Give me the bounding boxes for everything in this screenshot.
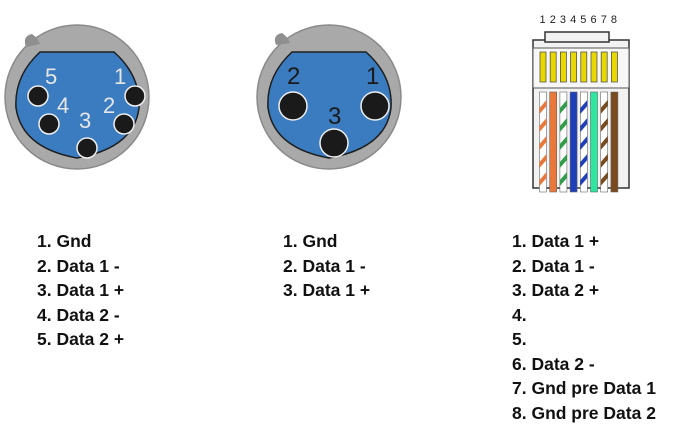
rj45-pinout-list: 1. Data 1 + 2. Data 1 - 3. Data 2 + 4. 5…: [512, 229, 656, 425]
xlr3-connector: 1 2 3: [256, 24, 402, 170]
rj45-digit-6: 6: [591, 14, 597, 26]
rj45-contact-4: [570, 51, 577, 83]
rj45-wire-7: [600, 91, 609, 193]
xlr3-digit-1: 1: [366, 63, 379, 90]
rj45-digit-3: 3: [560, 14, 566, 26]
rj45-pin-1-label: 1. Data 1 +: [512, 231, 600, 251]
xlr5-pin-2-label: 2. Data 1 -: [37, 255, 120, 276]
xlr5-pin-1-label: 1. Gnd: [37, 231, 92, 251]
xlr5-pin-3-label: 3. Data 1 +: [37, 280, 125, 300]
xlr5-digit-5: 5: [45, 64, 57, 89]
xlr5-digit-1: 1: [114, 64, 126, 89]
xlr3-pin-1-socket: [360, 91, 390, 121]
rj45-pin-6-label: 6. Data 2 -: [512, 353, 595, 374]
xlr3-pinout-list: 1. Gnd 2. Data 1 - 3. Data 1 +: [283, 229, 370, 303]
xlr5-pin-4-socket: [38, 113, 60, 135]
rj45-pin-2-label: 2. Data 1 -: [512, 255, 595, 276]
xlr5-pinout-list: 1. Gnd 2. Data 1 - 3. Data 1 + 4. Data 2…: [37, 229, 124, 352]
rj45-wire-5: [579, 91, 588, 193]
xlr5-pin-5-socket: [27, 85, 49, 107]
xlr3-pin-1-label: 1. Gnd: [283, 231, 338, 251]
rj45-wire-8: [610, 91, 619, 193]
rj45-digit-7: 7: [601, 14, 607, 26]
rj45-contact-7: [600, 51, 608, 83]
xlr3-pin-2-label: 2. Data 1 -: [283, 255, 366, 276]
xlr3-digit-2: 2: [287, 63, 300, 90]
xlr5-pin-5-label: 5. Data 2 +: [37, 329, 125, 349]
rj45-pin-7-label: 7. Gnd pre Data 1: [512, 378, 656, 398]
rj45-digit-8: 8: [611, 14, 617, 26]
rj45-digit-1: 1: [540, 14, 546, 26]
rj45-wire-4: [569, 91, 578, 193]
xlr5-digit-2: 2: [103, 93, 115, 118]
xlr3-pin-3-label: 3. Data 1 +: [283, 280, 371, 300]
xlr3-key-notch: [274, 33, 290, 45]
rj45-digit-5: 5: [580, 14, 586, 26]
xlr5-pin-4-label: 4. Data 2 -: [37, 304, 120, 325]
rj45-digit-4: 4: [570, 14, 576, 26]
xlr5-pin-3-socket: [76, 137, 98, 159]
rj45-latch-top: [544, 31, 610, 43]
rj45-contact-5: [580, 51, 588, 83]
xlr3-digit-3: 3: [328, 103, 341, 130]
xlr5-pin-1-socket: [124, 85, 146, 107]
rj45-contact-3: [560, 51, 567, 83]
rj45-digit-2: 2: [550, 14, 556, 26]
rj45-pin-3-label: 3. Data 2 +: [512, 280, 600, 300]
rj45-contact-1: [539, 51, 547, 83]
xlr3-pin-2-socket: [278, 91, 308, 121]
xlr5-digit-4: 4: [57, 93, 69, 118]
xlr5-pin-2-socket: [113, 113, 135, 135]
rj45-wire-1: [539, 91, 547, 193]
rj45-wire-2: [549, 91, 558, 193]
rj45-contact-6: [590, 51, 598, 83]
xlr3-face: [267, 51, 392, 159]
xlr5-digit-3: 3: [79, 108, 91, 133]
rj45-wire-6: [590, 91, 598, 193]
rj45-contact-2: [549, 51, 557, 83]
rj45-pin-4-label: 4.: [512, 304, 527, 325]
rj45-pin-5-label: 5.: [512, 329, 527, 349]
xlr3-pin-3-socket: [319, 128, 349, 158]
rj45-pin-8-label: 8. Gnd pre Data 2: [512, 402, 656, 423]
rj45-contact-8: [611, 51, 618, 83]
xlr5-key-notch: [24, 34, 40, 47]
xlr5-connector: 1 2 3 4 5: [4, 24, 150, 170]
rj45-wire-3: [559, 91, 568, 193]
